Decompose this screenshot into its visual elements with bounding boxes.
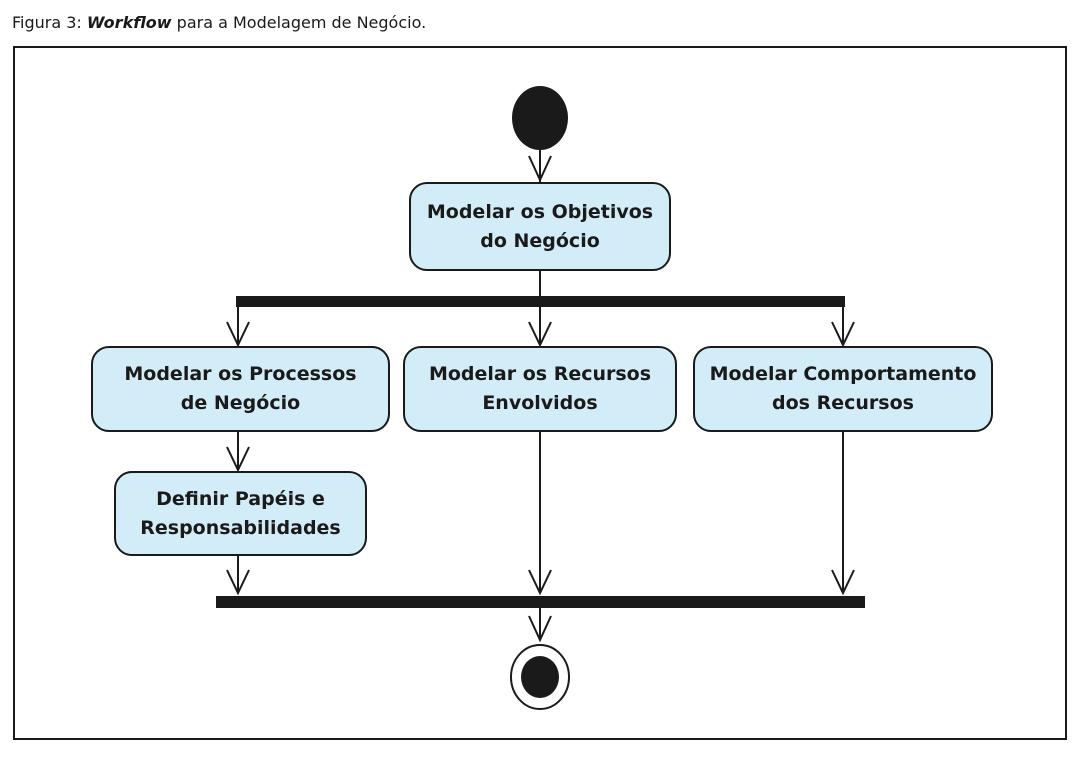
arrowhead-join-right bbox=[831, 569, 855, 596]
activity-modelar-objetivos: Modelar os Objetivos do Negócio bbox=[409, 182, 671, 271]
arrowhead-comportamento bbox=[831, 321, 855, 348]
activity-modelar-comportamento: Modelar Comportamento dos Recursos bbox=[693, 346, 993, 432]
arrowhead-join-center bbox=[528, 569, 552, 596]
arrowhead-end bbox=[528, 615, 552, 643]
caption-emphasis: Workflow bbox=[86, 13, 172, 32]
start-node bbox=[512, 86, 568, 150]
fork-bar bbox=[236, 296, 845, 307]
join-bar bbox=[216, 596, 865, 608]
figure-caption: Figura 3: Workflow para a Modelagem de N… bbox=[12, 13, 426, 32]
arrowhead-papeis bbox=[226, 446, 250, 473]
activity-modelar-processos: Modelar os Processos de Negócio bbox=[91, 346, 390, 432]
arrowhead-recursos bbox=[528, 321, 552, 348]
arrowhead-processos bbox=[226, 321, 250, 348]
arrowhead-join-left bbox=[226, 569, 250, 596]
activity-definir-papeis: Definir Papéis e Responsabilidades bbox=[114, 471, 367, 556]
caption-prefix: Figura 3: bbox=[12, 13, 87, 32]
diagram-frame bbox=[13, 46, 1067, 740]
end-node-inner bbox=[521, 656, 559, 698]
arrowhead-objetivos bbox=[528, 155, 552, 183]
caption-suffix: para a Modelagem de Negócio. bbox=[171, 13, 427, 32]
activity-modelar-recursos: Modelar os Recursos Envolvidos bbox=[403, 346, 677, 432]
